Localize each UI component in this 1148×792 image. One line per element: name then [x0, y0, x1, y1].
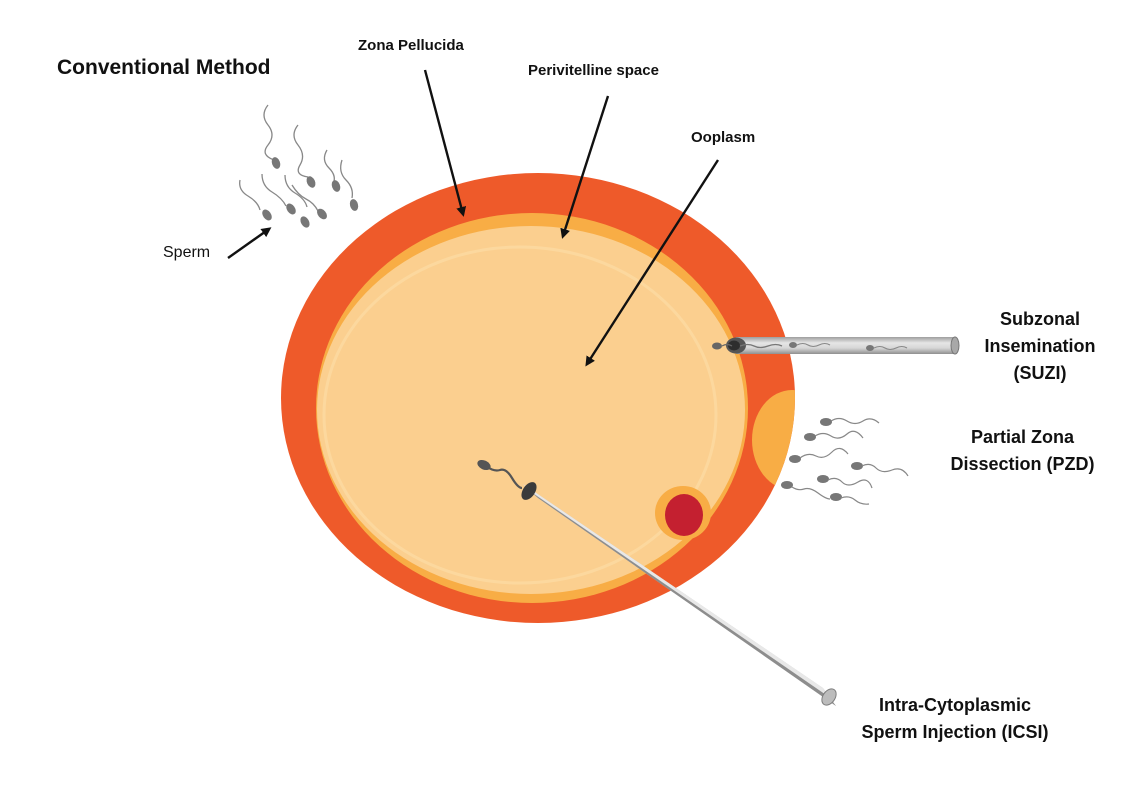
sperm-cell [804, 430, 864, 441]
perivitelline-arrow [560, 95, 610, 239]
zona-pellucida-label: Zona Pellucida [358, 37, 464, 54]
page-title: Conventional Method [57, 56, 271, 79]
pzd-label: Partial Zona Dissection (PZD) [925, 424, 1120, 478]
perivitelline-space-label: Perivitelline space [528, 62, 659, 79]
suzi-label-line: Subzonal [1000, 309, 1080, 329]
sperm-arrow [227, 227, 272, 259]
pzd-opening [752, 390, 795, 490]
sperm-cell [284, 174, 310, 228]
sperm-cell [323, 149, 341, 192]
oocyte [281, 173, 795, 623]
sperm-cell [291, 184, 327, 220]
ooplasm-arrow [585, 159, 720, 367]
sperm-cell [830, 493, 870, 505]
sperm-cell [781, 481, 831, 500]
pzd-label-line: Partial Zona [970, 427, 1075, 447]
icsi-pipette [477, 459, 837, 706]
icsi-label-line: Sperm Injection (ICSI) [861, 722, 1049, 742]
sperm-cell [293, 124, 316, 188]
icsi-label: Intra-Cytoplasmic Sperm Injection (ICSI) [830, 692, 1080, 746]
sperm-cell [789, 447, 849, 463]
suzi-label: Subzonal Insemination (SUZI) [975, 306, 1105, 387]
ooplasm-highlight [322, 245, 718, 585]
sperm-cell [261, 173, 296, 215]
sperm-cell [263, 104, 281, 169]
suzi-label-line: Insemination [984, 336, 1096, 356]
polar-body [665, 494, 703, 536]
pointer-arrows [227, 69, 720, 367]
zona-arrow [423, 69, 467, 217]
pzd-label-line: Dissection (PZD) [950, 454, 1095, 474]
suzi-pipette [712, 336, 960, 355]
sperm-cell [340, 159, 359, 211]
suzi-label-line: (SUZI) [1013, 363, 1067, 383]
sperm-cell [239, 179, 272, 221]
pzd-sperm-group [781, 417, 909, 505]
sperm-cell [851, 462, 909, 477]
sperm-cell [817, 475, 873, 489]
ooplasm-label: Ooplasm [691, 129, 756, 146]
sperm-label: Sperm [163, 244, 211, 261]
conventional-sperm-group [239, 104, 359, 228]
sperm-cell [820, 417, 880, 426]
icsi-label-line: Intra-Cytoplasmic [878, 695, 1032, 715]
